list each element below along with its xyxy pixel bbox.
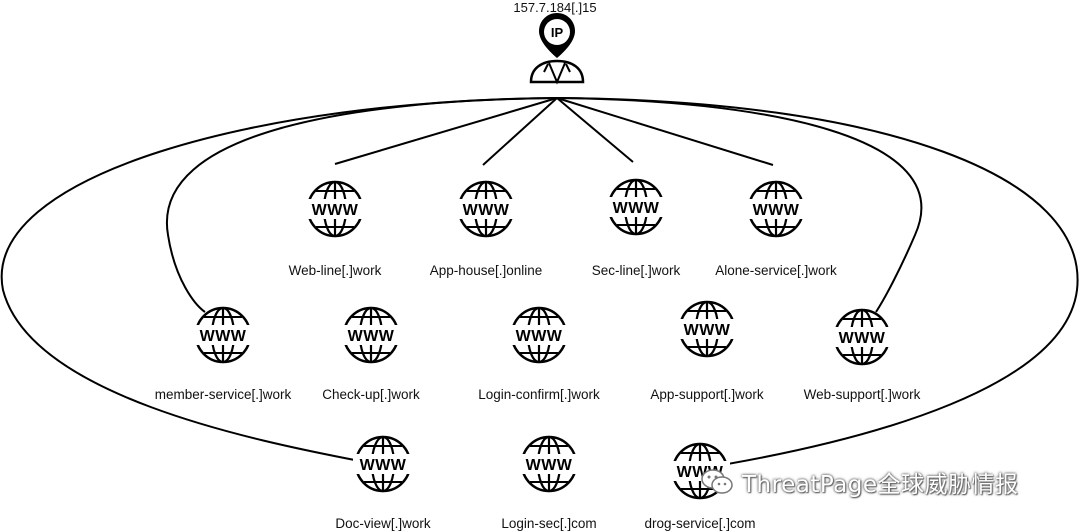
globe-www-text: WWW (526, 457, 573, 474)
www-globe-icon: WWW (606, 178, 666, 236)
globe-www-text: WWW (516, 328, 563, 345)
ip-location-person-icon: IP (529, 13, 585, 85)
watermark-text: ThreatPage全球威胁情报 (742, 472, 1019, 498)
globe-www-text: WWW (463, 202, 510, 219)
watermark: ThreatPage全球威胁情报 (700, 462, 1019, 502)
connection-edges (0, 97, 1079, 471)
globe-www-text: WWW (753, 202, 800, 219)
globe-www-text: WWW (613, 200, 660, 217)
www-globe-icon: WWW (519, 435, 579, 493)
ip-address-label: 157.7.184[.]15 (513, 0, 597, 15)
domain-label: Doc-view[.]work (335, 516, 431, 531)
globe-www-text: WWW (200, 328, 247, 345)
www-globe-icon: WWW (746, 180, 806, 238)
domain-label: Web-line[.]work (288, 263, 382, 278)
domain-label: Sec-line[.]work (591, 263, 681, 278)
edge-sec-line (556, 97, 634, 163)
domain-label: Check-up[.]work (322, 387, 420, 402)
edge-drog-service (556, 97, 1079, 471)
www-globe-icon: WWW (456, 180, 516, 238)
wechat-icon (701, 469, 733, 494)
domain-label: Login-confirm[.]work (478, 387, 600, 402)
www-globe-icon: WWW (341, 306, 401, 364)
edge-app-house (482, 97, 558, 166)
edge-web-line (334, 97, 558, 165)
www-globe-icon: WWW (305, 180, 365, 238)
edge-alone-service (556, 97, 774, 166)
globe-www-text: WWW (684, 322, 731, 339)
globe-www-text: WWW (360, 457, 407, 474)
domain-label: App-house[.]online (429, 263, 543, 278)
edge-web-support (556, 97, 923, 313)
www-globe-icon: WWW (832, 308, 892, 366)
domain-label: Login-sec[.]com (501, 516, 597, 531)
globe-www-text: WWW (348, 328, 395, 345)
domain-label: Alone-service[.]work (715, 263, 837, 278)
domain-label: App-support[.]work (650, 387, 764, 402)
domain-label: Web-support[.]work (803, 387, 921, 402)
globe-www-text: WWW (839, 330, 886, 347)
svg-text:IP: IP (551, 25, 564, 40)
edge-doc-view (0, 97, 558, 463)
domain-label: member-service[.]work (154, 387, 292, 402)
www-globe-icon: WWW (509, 306, 569, 364)
globe-www-text: WWW (312, 202, 359, 219)
www-globe-icon: WWW (677, 300, 737, 358)
domain-label: drog-service[.]com (644, 516, 756, 531)
www-globe-icon: WWW (193, 306, 253, 364)
www-globe-icon: WWW (353, 435, 413, 493)
